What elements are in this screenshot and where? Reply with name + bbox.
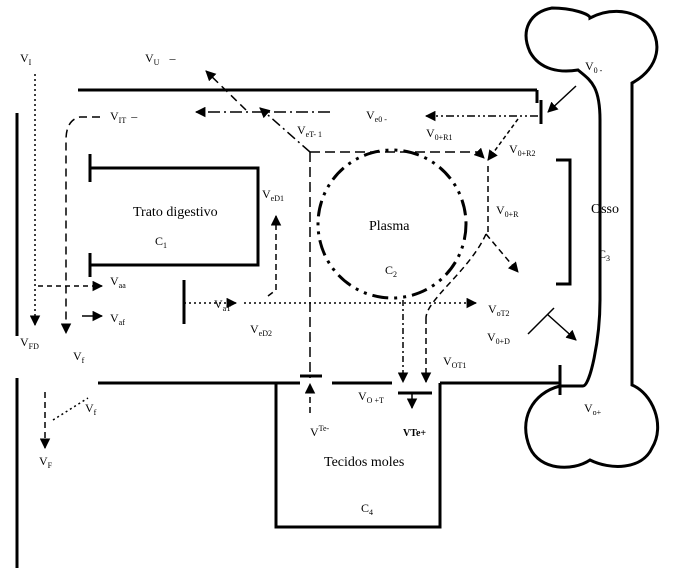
plasma-top-flow: [310, 152, 484, 158]
label-vaa: Vaa: [110, 274, 126, 290]
label-vat: VaT: [214, 297, 231, 313]
label-voplus: Vo+: [584, 401, 602, 417]
digestive-tract-label: Trato digestivo: [133, 205, 218, 220]
label-vot1: VOT1: [443, 354, 466, 370]
label-vfd: VFD: [20, 335, 39, 351]
label-ved1: VeD1: [262, 187, 284, 203]
digestive-return-flow: [66, 117, 100, 333]
plasma-label: Plasma: [369, 219, 410, 234]
label-vi: VI: [20, 51, 32, 67]
label-v0r1: V0+R1: [426, 126, 453, 142]
label-v0minus: V0 -: [585, 59, 603, 75]
label-vte-plus: VTe+: [403, 428, 426, 439]
bone-bracket: [556, 160, 570, 284]
flow-labels: VI VU– VIT– VeT- 1 Ve0 - V0+R1 V0+R2 V0 …: [20, 51, 603, 470]
label-vot2: VoT2: [488, 302, 510, 318]
label-vit: VIT–: [110, 109, 138, 125]
fecal-dotted-link: [53, 398, 88, 420]
soft-tissue-compartment-symbol: C4: [361, 501, 373, 517]
digestive-compartment-symbol: C1: [155, 234, 167, 250]
label-vf1: Vf: [73, 349, 85, 365]
label-vet1: VeT- 1: [297, 123, 322, 139]
ved1-flow-arrow: [268, 216, 276, 296]
label-ve0: Ve0 -: [366, 108, 387, 124]
label-ved2: VeD2: [250, 322, 272, 338]
structure-lines: [17, 90, 560, 568]
label-vte-minus: VTe-: [310, 424, 330, 439]
label-v0r: V0+R: [496, 203, 519, 219]
label-v0r2: V0+R2: [509, 142, 536, 158]
plasma-to-tissue-curve: [426, 234, 486, 318]
plasma-compartment: Plasma C2: [318, 150, 466, 298]
digestive-tract-compartment: Trato digestivo C1: [90, 154, 258, 277]
plasma-compartment-symbol: C2: [385, 263, 397, 279]
label-vu: VU–: [145, 51, 176, 67]
label-vot: VO +T: [358, 389, 384, 405]
label-vf2: Vf: [85, 401, 97, 417]
label-vF: VF: [39, 454, 53, 470]
soft-tissue-label: Tecidos moles: [324, 455, 404, 470]
label-v0d: V0+D: [487, 330, 510, 346]
bone-shape: [526, 8, 658, 467]
label-vaf: Vaf: [110, 311, 125, 327]
v0d-flow-arrow: [528, 308, 576, 340]
bone-label: Osso: [591, 202, 619, 217]
v0r-flow-arrow: [486, 234, 518, 272]
v0minus-flow-arrow: [548, 86, 576, 112]
bone-compartment: Osso C3: [556, 160, 619, 284]
